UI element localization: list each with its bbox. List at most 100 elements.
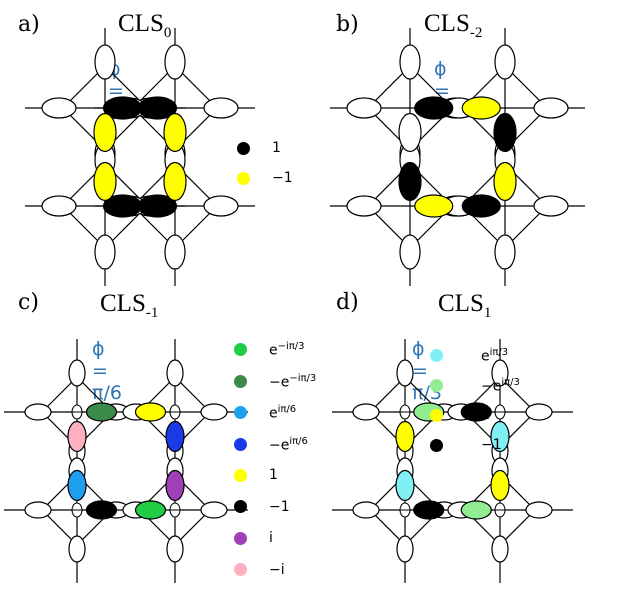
site-ellipse xyxy=(399,44,421,80)
site-ellipse xyxy=(346,97,382,119)
site-left-lower xyxy=(93,161,117,202)
site-ellipse xyxy=(346,195,382,217)
legend-item: −i xyxy=(234,562,285,578)
site-ellipse xyxy=(491,359,509,387)
legend-exponent: −iπ/3 xyxy=(289,372,317,384)
legend-label: 1 xyxy=(481,407,490,423)
site-ellipse xyxy=(494,44,516,80)
legend-item: −1 xyxy=(237,170,293,186)
site-ellipse xyxy=(203,195,239,217)
legend-swatch xyxy=(234,406,247,420)
site-ellipse xyxy=(396,359,414,387)
site-bottom-left xyxy=(414,194,454,218)
site-ellipse xyxy=(24,501,52,519)
legend-item: −e−iπ/3 xyxy=(234,372,317,391)
site-right-upper xyxy=(490,420,510,453)
site-left-upper xyxy=(93,112,117,153)
site-bottom-right xyxy=(137,194,178,218)
legend-swatch xyxy=(234,437,247,451)
site-top-right xyxy=(134,402,167,422)
site-bottom-right xyxy=(460,500,492,520)
legend-exponent: −iπ/3 xyxy=(277,341,305,352)
site-ellipse xyxy=(533,195,569,217)
site-ellipse xyxy=(41,195,77,217)
legend-label: −1 xyxy=(481,437,502,453)
legend-swatch xyxy=(234,563,247,576)
site-bottom-right xyxy=(461,194,501,218)
legend-label: −i xyxy=(269,561,285,578)
site-right-upper xyxy=(493,112,517,153)
legend-label: −1 xyxy=(269,498,290,515)
legend-swatch xyxy=(430,408,443,422)
legend-swatch xyxy=(234,374,247,388)
site-left-lower xyxy=(398,161,422,202)
legend-item: −eiπ/6 xyxy=(234,435,308,454)
legend-label: i xyxy=(269,530,273,546)
panel-label: b) xyxy=(336,12,359,37)
legend-swatch xyxy=(234,468,247,482)
panel-label: c) xyxy=(18,290,39,315)
legend-item: −1 xyxy=(234,499,290,515)
panel-label: a) xyxy=(18,12,40,37)
site-right-lower xyxy=(493,161,517,202)
site-ellipse xyxy=(352,403,380,421)
legend-label: −eiπ/3 xyxy=(481,377,520,395)
legend-swatch xyxy=(430,379,443,393)
site-bottom-left xyxy=(85,500,118,520)
site-right-upper xyxy=(163,112,187,153)
legend-label: 1 xyxy=(272,140,281,156)
legend-item: e−iπ/3 xyxy=(234,341,305,359)
site-left-lower xyxy=(67,469,87,502)
site-left-upper xyxy=(398,112,422,153)
site-ellipse xyxy=(164,44,186,80)
legend-label: eiπ/3 xyxy=(481,347,509,365)
site-top-right xyxy=(461,96,501,120)
legend-swatch xyxy=(234,343,247,357)
site-ellipse xyxy=(166,359,184,387)
site-bottom-right xyxy=(134,500,167,520)
site-ellipse xyxy=(491,535,509,563)
legend-swatch xyxy=(237,141,250,155)
site-ellipse xyxy=(94,44,116,80)
phi-label: ϕ = π/3 xyxy=(412,338,442,404)
site-ellipse xyxy=(164,234,186,270)
legend-label: −eiπ/6 xyxy=(269,435,308,454)
panel-label: d) xyxy=(336,290,359,315)
site-ellipse xyxy=(24,403,52,421)
legend-swatch xyxy=(237,171,250,185)
site-ellipse xyxy=(525,501,553,519)
site-top-right xyxy=(137,96,178,120)
site-ellipse xyxy=(68,535,86,563)
site-right-lower xyxy=(165,469,185,502)
site-bottom-left xyxy=(413,500,445,520)
legend-label: −e−iπ/3 xyxy=(269,372,317,391)
legend-label: 1 xyxy=(269,467,278,483)
site-ellipse xyxy=(94,234,116,270)
site-ellipse xyxy=(203,97,239,119)
legend-swatch xyxy=(234,500,247,513)
panel-title: CLS1 xyxy=(438,290,492,321)
legend-exponent: iπ/6 xyxy=(277,404,297,415)
legend-swatch xyxy=(234,531,247,545)
site-top-left xyxy=(85,402,118,422)
site-right-upper xyxy=(165,420,185,453)
site-top-left xyxy=(414,96,454,120)
legend-item: 1 xyxy=(237,140,281,156)
site-left-lower xyxy=(395,469,415,502)
site-left-upper xyxy=(395,420,415,453)
site-ellipse xyxy=(200,501,228,519)
panel-title: CLS-1 xyxy=(100,290,159,321)
phi-label: ϕ = π/6 xyxy=(92,338,122,404)
legend-swatch xyxy=(430,438,443,452)
site-ellipse xyxy=(352,501,380,519)
legend-item: eiπ/6 xyxy=(234,404,296,422)
site-ellipse xyxy=(525,403,553,421)
panel-title: CLS0 xyxy=(118,10,172,41)
site-ellipse xyxy=(396,535,414,563)
legend-exponent: iπ/3 xyxy=(501,377,520,388)
site-ellipse xyxy=(41,97,77,119)
legend-exponent: iπ/3 xyxy=(489,347,509,358)
lattice-diagram xyxy=(25,28,255,286)
legend-item: 1 xyxy=(234,467,278,483)
